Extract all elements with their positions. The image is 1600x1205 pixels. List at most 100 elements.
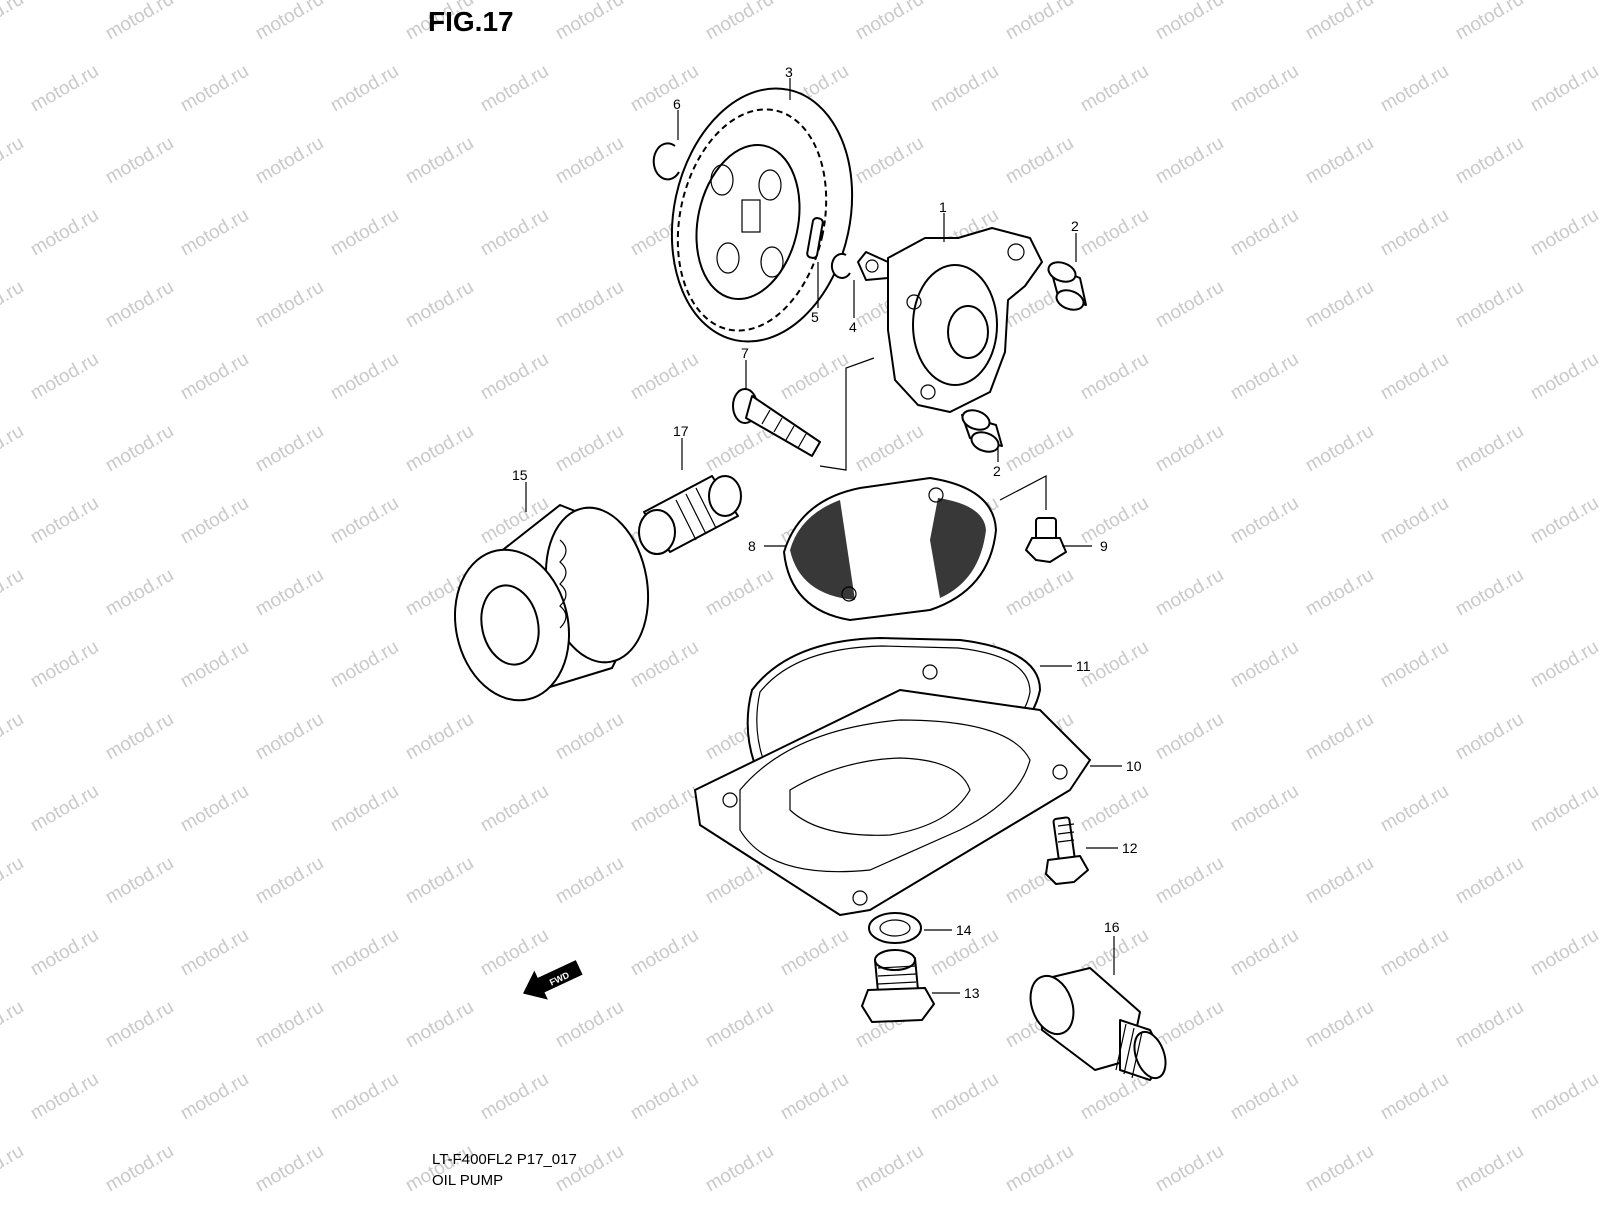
watermark-text: motod.ru	[1527, 781, 1600, 837]
watermark-text: motod.ru	[1077, 349, 1152, 405]
watermark-text: motod.ru	[477, 781, 552, 837]
callout-1: 1	[939, 199, 947, 215]
watermark-text: motod.ru	[552, 277, 627, 333]
watermark-text: motod.ru	[627, 349, 702, 405]
part-8-strainer[interactable]	[783, 477, 997, 621]
part-12-flange-bolt[interactable]	[1045, 816, 1089, 885]
callout-14: 14	[956, 922, 972, 938]
callout-4: 4	[849, 319, 857, 335]
watermark-text: motod.ru	[0, 133, 27, 189]
part-17-union[interactable]	[638, 475, 742, 555]
part-5-pin[interactable]	[806, 217, 824, 259]
watermark-text: motod.ru	[1527, 61, 1600, 117]
part-15-oil-filter[interactable]	[441, 500, 659, 711]
watermark-text: motod.ru	[1452, 277, 1527, 333]
watermark-text: motod.ru	[252, 421, 327, 477]
watermark-text: motod.ru	[402, 709, 477, 765]
watermark-text: motod.ru	[552, 997, 627, 1053]
watermark-text: motod.ru	[477, 61, 552, 117]
callout-3: 3	[785, 64, 793, 80]
watermark-text: motod.ru	[102, 133, 177, 189]
watermark-text: motod.ru	[1452, 1141, 1527, 1197]
watermark-text: motod.ru	[1377, 637, 1452, 693]
watermark-text: motod.ru	[1227, 781, 1302, 837]
watermark-text: motod.ru	[102, 0, 177, 44]
callout-13: 13	[964, 985, 980, 1001]
watermark-text: motod.ru	[1302, 277, 1377, 333]
watermark-text: motod.ru	[1302, 0, 1377, 44]
figure-code: LT-F400FL2 P17_017	[432, 1151, 577, 1168]
watermark-text: motod.ru	[927, 61, 1002, 117]
watermark-text: motod.ru	[0, 997, 27, 1053]
watermark-text: motod.ru	[1527, 1069, 1600, 1125]
watermark-text: motod.ru	[327, 349, 402, 405]
watermark-text: motod.ru	[627, 1069, 702, 1125]
watermark-text: motod.ru	[702, 997, 777, 1053]
watermark-text: motod.ru	[1527, 349, 1600, 405]
part-14-washer[interactable]	[868, 912, 922, 944]
watermark-text: motod.ru	[252, 0, 327, 44]
callout-9: 9	[1100, 538, 1108, 554]
watermark-text: motod.ru	[1002, 565, 1077, 621]
watermark-text: motod.ru	[1302, 133, 1377, 189]
callout-17: 17	[673, 423, 689, 439]
part-9-bolt[interactable]	[1025, 517, 1067, 563]
part-16-pressure-switch[interactable]	[1023, 967, 1171, 1082]
part-2-dowel-lower[interactable]	[960, 407, 1003, 455]
part-1-pump-body[interactable]	[857, 227, 1043, 413]
watermark-text: motod.ru	[627, 61, 702, 117]
watermark-text: motod.ru	[177, 493, 252, 549]
watermark-text: motod.ru	[402, 277, 477, 333]
callout-10: 10	[1126, 758, 1142, 774]
watermark-text: motod.ru	[1077, 781, 1152, 837]
watermark-text: motod.ru	[1152, 133, 1227, 189]
watermark-text: motod.ru	[177, 637, 252, 693]
part-13-drain-plug[interactable]	[861, 949, 935, 1023]
callout-6: 6	[673, 96, 681, 112]
watermark-text: motod.ru	[102, 997, 177, 1053]
part-6-circlip[interactable]	[652, 142, 680, 181]
callout-5: 5	[811, 309, 819, 325]
watermark-text: motod.ru	[552, 709, 627, 765]
callout-16: 16	[1104, 919, 1120, 935]
watermark-text: motod.ru	[1227, 925, 1302, 981]
watermark-text: motod.ru	[177, 349, 252, 405]
watermark-text: motod.ru	[1377, 1069, 1452, 1125]
watermark-text: motod.ru	[552, 1141, 627, 1197]
watermark-text: motod.ru	[1227, 637, 1302, 693]
watermark-text: motod.ru	[927, 1069, 1002, 1125]
figure-title: FIG.17	[428, 6, 514, 37]
watermark-text: motod.ru	[552, 421, 627, 477]
watermark-text: motod.ru	[102, 1141, 177, 1197]
watermark-text: motod.ru	[1152, 277, 1227, 333]
watermark-text: motod.ru	[1377, 925, 1452, 981]
watermark-text: motod.ru	[252, 133, 327, 189]
watermark-text: motod.ru	[1077, 205, 1152, 261]
watermark-text: motod.ru	[627, 637, 702, 693]
watermark-text: motod.ru	[0, 277, 27, 333]
part-2-dowel-upper[interactable]	[1046, 259, 1087, 313]
figure-name: OIL PUMP	[432, 1172, 504, 1189]
callout-8: 8	[748, 538, 756, 554]
watermark-text: motod.ru	[852, 133, 927, 189]
watermark-text: motod.ru	[27, 349, 102, 405]
part-7-bolt[interactable]	[732, 388, 821, 457]
watermark-text: motod.ru	[852, 421, 927, 477]
part-10-oil-pan[interactable]	[694, 664, 1091, 916]
watermark-text: motod.ru	[477, 349, 552, 405]
watermark-text: motod.ru	[1377, 781, 1452, 837]
watermark-text: motod.ru	[177, 61, 252, 117]
watermark-text: motod.ru	[627, 781, 702, 837]
watermark-text: motod.ru	[1152, 853, 1227, 909]
watermark-text: motod.ru	[252, 997, 327, 1053]
watermark-text: motod.ru	[327, 493, 402, 549]
part-4-clip[interactable]	[830, 252, 851, 279]
watermark-text: motod.ru	[777, 925, 852, 981]
watermark-text: motod.ru	[552, 0, 627, 44]
watermark-text: motod.ru	[1152, 1141, 1227, 1197]
watermark-text: motod.ru	[1077, 61, 1152, 117]
part-3-driven-gear[interactable]	[649, 72, 874, 359]
watermark-text: motod.ru	[252, 709, 327, 765]
watermark-text: motod.ru	[27, 637, 102, 693]
